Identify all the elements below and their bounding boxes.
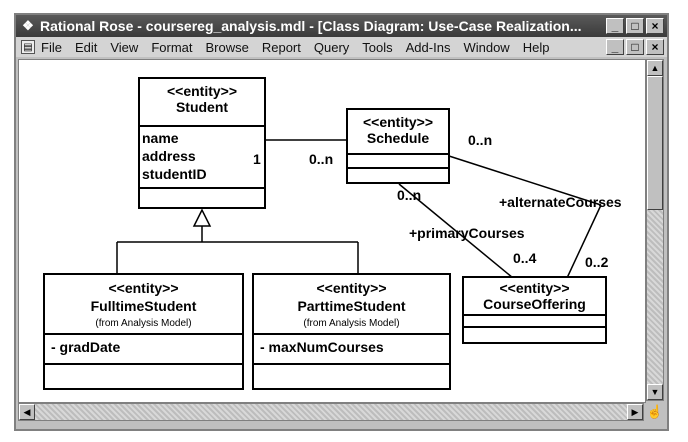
schedule-stereotype: <<entity>> — [362, 114, 434, 130]
alternate-courses-association[interactable] — [448, 155, 602, 206]
horizontal-scrollbar[interactable]: ◀ ▶ — [18, 403, 644, 421]
menu-edit[interactable]: Edit — [74, 39, 98, 55]
window-title: Rational Rose - coursereg_analysis.mdl -… — [40, 18, 582, 34]
menu-tools[interactable]: Tools — [362, 39, 393, 55]
menu-view[interactable]: View — [110, 39, 139, 55]
menu-format[interactable]: Format — [151, 39, 193, 55]
diagram-canvas[interactable]: <<entity>> Student name address studentI… — [18, 59, 646, 403]
alternate-courses-role: +alternateCourses — [499, 194, 622, 210]
app-window: ❖ Rational Rose - coursereg_analysis.mdl… — [14, 13, 669, 431]
scroll-down-icon[interactable]: ▼ — [647, 384, 663, 400]
minimize-button[interactable]: _ — [606, 18, 624, 34]
menu-browse[interactable]: Browse — [205, 39, 249, 55]
doc-minimize-button[interactable]: _ — [606, 39, 624, 55]
schedule-class[interactable]: <<entity>> Schedule — [346, 108, 450, 184]
parttime-origin: (from Analysis Model) — [303, 318, 400, 329]
course-offering-class[interactable]: <<entity>> CourseOffering — [462, 276, 607, 344]
parttime-student-class[interactable]: <<entity>> ParttimeStudent (from Analysi… — [252, 273, 451, 390]
document-icon[interactable]: ▤ — [21, 40, 35, 54]
student-stereotype: <<entity>> — [166, 83, 238, 99]
vertical-scrollbar[interactable]: ▲ ▼ — [646, 59, 664, 401]
primary-courses-role: +primaryCourses — [409, 225, 525, 241]
scroll-up-icon[interactable]: ▲ — [647, 60, 663, 76]
fulltime-attr-graddate: - gradDate — [51, 339, 121, 355]
student-multiplicity: 1 — [253, 151, 261, 167]
hand-cursor-icon: ☝ — [646, 403, 664, 421]
generalization-triangle — [192, 208, 212, 227]
student-attr-name: name — [142, 130, 179, 146]
parttime-stereotype: <<entity>> — [316, 280, 387, 296]
menu-report[interactable]: Report — [261, 39, 301, 55]
menu-window[interactable]: Window — [463, 39, 510, 55]
fulltime-stereotype: <<entity>> — [108, 280, 179, 296]
vertical-scroll-thumb[interactable] — [647, 76, 663, 210]
fulltime-student-class[interactable]: <<entity>> FulltimeStudent (from Analysi… — [43, 273, 244, 390]
student-class[interactable]: <<entity>> Student name address studentI… — [138, 77, 266, 209]
doc-restore-button[interactable]: □ — [626, 39, 644, 55]
schedule-multiplicity-left: 0..n — [309, 151, 334, 167]
offering-name: CourseOffering — [483, 296, 586, 312]
offering-stereotype: <<entity>> — [499, 280, 570, 296]
menu-query[interactable]: Query — [313, 39, 350, 55]
menu-add-ins[interactable]: Add-Ins — [405, 39, 451, 55]
schedule-name: Schedule — [366, 130, 430, 146]
student-attr-studentid: studentID — [142, 166, 207, 182]
schedule-multiplicity-right: 0..n — [468, 132, 493, 148]
parttime-attr-maxnumcourses: - maxNumCourses — [260, 339, 384, 355]
maximize-button[interactable]: □ — [626, 18, 644, 34]
primary-courses-association[interactable] — [398, 183, 514, 279]
student-name: Student — [175, 99, 229, 115]
primary-courses-multiplicity: 0..4 — [513, 250, 537, 266]
parttime-name: ParttimeStudent — [297, 298, 406, 314]
close-button[interactable]: × — [646, 18, 664, 34]
scroll-right-icon[interactable]: ▶ — [627, 404, 643, 420]
title-bar[interactable]: ❖ Rational Rose - coursereg_analysis.mdl… — [16, 15, 667, 37]
scroll-left-icon[interactable]: ◀ — [19, 404, 35, 420]
menu-file[interactable]: File — [41, 39, 62, 55]
fulltime-name: FulltimeStudent — [90, 298, 197, 314]
fulltime-origin: (from Analysis Model) — [95, 318, 192, 329]
schedule-multiplicity-bottom: 0..n — [397, 187, 422, 203]
rose-app-icon: ❖ — [22, 18, 34, 33]
menu-bar: ▤ File Edit View Format Browse Report Qu… — [16, 37, 667, 57]
alternate-courses-multiplicity: 0..2 — [585, 254, 609, 270]
doc-close-button[interactable]: × — [646, 39, 664, 55]
student-attr-address: address — [142, 148, 196, 164]
menu-help[interactable]: Help — [522, 39, 550, 55]
